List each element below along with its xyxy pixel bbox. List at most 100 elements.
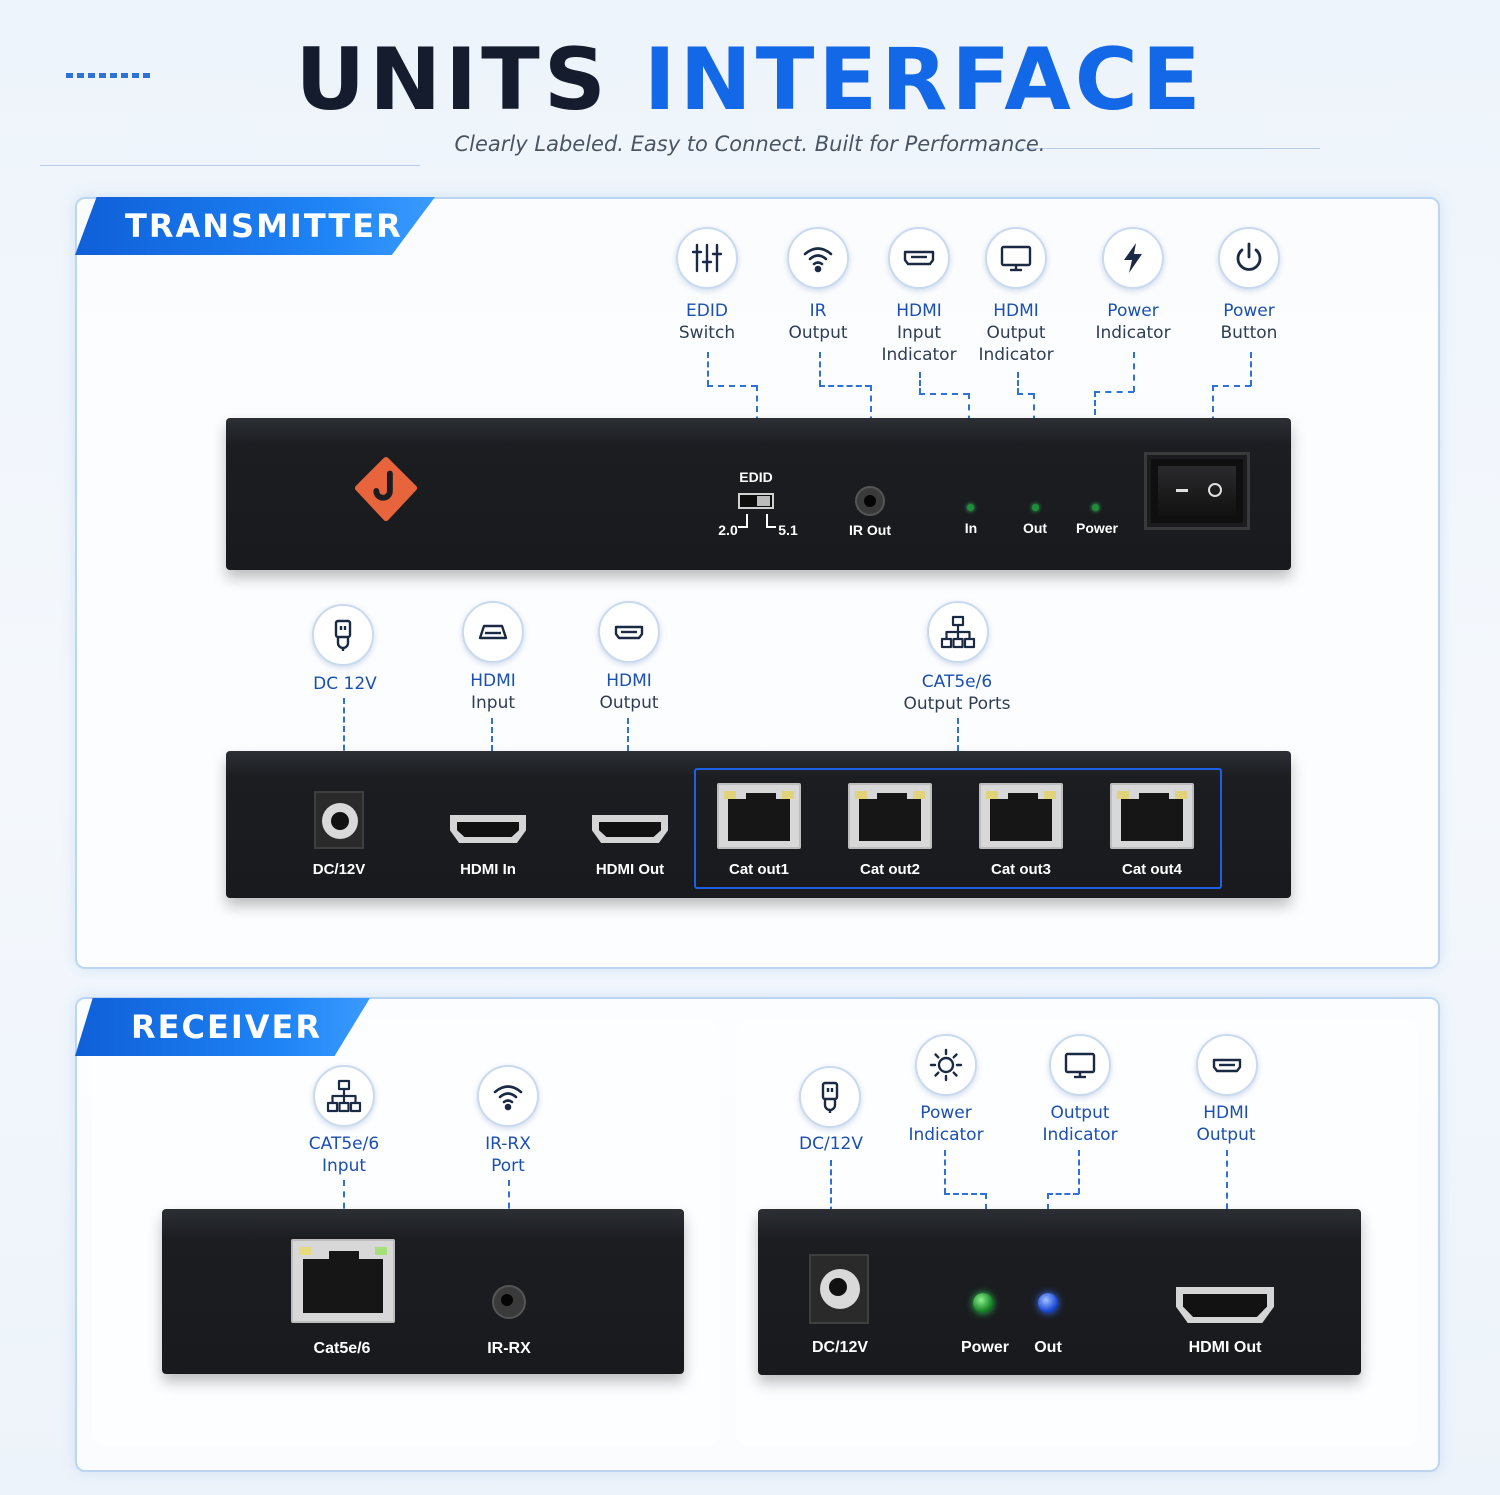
label-line: HDMI (470, 671, 516, 691)
callout-rx-dc-12v (799, 1066, 861, 1128)
label-hdmi-input-indicator: HDMI Input Indicator (839, 300, 999, 366)
edid-option-20: 2.0 (718, 522, 738, 538)
rx-hdmi-out-label: HDMI Out (1188, 1339, 1262, 1356)
sliders-icon (691, 243, 723, 273)
out-label: Out (1022, 520, 1048, 536)
transmitter-rear-device: DC/12V HDMI In HDMI Out Cat out1 Cat out… (226, 751, 1291, 898)
in-label: In (964, 520, 978, 536)
label-ir-output: IR Output (738, 300, 898, 344)
usb-plug-icon (334, 619, 352, 651)
hdmi-icon (903, 250, 935, 266)
label-line: Input (896, 323, 942, 343)
connector-line (944, 1193, 986, 1195)
callout-dc-12v (312, 604, 374, 666)
cat-out1-label: Cat out1 (729, 861, 789, 878)
edid-bracket-right (766, 514, 776, 528)
transmitter-front-device: EDID 2.0 5.1 IR Out In Out Power (226, 418, 1291, 570)
monitor-icon (1000, 245, 1032, 272)
rx-hdmi-out-port[interactable] (1176, 1287, 1274, 1323)
connector-line (1133, 352, 1135, 392)
out-led (1032, 504, 1039, 511)
label-dc-12v: DC 12V (265, 673, 425, 695)
decor-dashes (66, 73, 150, 78)
ir-out-jack[interactable] (855, 486, 885, 516)
callout-power-indicator (1102, 227, 1164, 289)
label-line: IR (809, 301, 827, 321)
label-line: Indicator (1095, 323, 1171, 343)
page-title: UNITS INTERFACE (0, 30, 1500, 130)
label-line: Output (788, 323, 848, 343)
connector-line (819, 385, 871, 387)
label-line: HDMI (606, 671, 652, 691)
connector-line (919, 393, 969, 395)
rx-out-label: Out (1034, 1339, 1062, 1356)
cat-out3-port[interactable] (979, 783, 1063, 849)
wifi-icon (493, 1085, 523, 1111)
label-line: Output (599, 693, 659, 713)
cat-out4-label: Cat out4 (1122, 861, 1182, 878)
hdmi-in-port[interactable] (450, 815, 526, 843)
connector-line (870, 385, 872, 433)
dc-12v-label: DC/12V (312, 861, 366, 878)
connector-line (508, 1180, 510, 1220)
callout-hdmi-input (462, 601, 524, 663)
label-line: Power (1223, 301, 1275, 321)
label-rx-hdmi-output: HDMI Output (1146, 1102, 1306, 1146)
hdmi-out-port[interactable] (592, 815, 668, 843)
label-line: Indicator (908, 1125, 984, 1145)
label-line: Input (321, 1156, 367, 1176)
connector-line (627, 718, 629, 760)
callout-cat-input (313, 1065, 375, 1127)
connector-line (957, 718, 959, 760)
ir-rx-label: IR-RX (487, 1340, 531, 1357)
label-line: Output (1050, 1103, 1110, 1123)
connector-line (1226, 1150, 1228, 1220)
cat-out1-port[interactable] (717, 783, 801, 849)
lightning-icon (1124, 243, 1142, 273)
in-led (967, 504, 974, 511)
label-rx-power-indicator: Power Indicator (866, 1102, 1026, 1146)
label-line: HDMI (1203, 1103, 1249, 1123)
rocker-face (1158, 466, 1236, 516)
connector-line (830, 1160, 832, 1222)
cat-input-label: Cat5e/6 (313, 1340, 371, 1357)
callout-hdmi-input-indicator (888, 227, 950, 289)
power-rocker-switch[interactable] (1144, 452, 1250, 530)
hdmi-out-label: HDMI Out (595, 861, 665, 878)
connector-line (968, 393, 970, 433)
label-edid-switch: EDID Switch (627, 300, 787, 344)
callout-rx-output-indicator (1049, 1034, 1111, 1096)
label-line: EDID (686, 301, 728, 321)
monitor-icon (1064, 1052, 1096, 1079)
connector-line (1094, 391, 1096, 433)
callout-edid-switch (676, 227, 738, 289)
ir-rx-jack[interactable] (492, 1285, 526, 1319)
label-line: Output Ports (903, 694, 1011, 714)
cat-out2-port[interactable] (848, 783, 932, 849)
rx-dc-12v-jack[interactable] (809, 1254, 869, 1324)
connector-line (1212, 385, 1251, 387)
decor-line (40, 165, 420, 166)
label-rx-output-indicator: Output Indicator (1000, 1102, 1160, 1146)
hdmi-icon (478, 624, 508, 640)
connector-line (491, 718, 493, 760)
dc-12v-jack[interactable] (314, 791, 364, 849)
connector-line (343, 698, 345, 760)
wifi-icon (803, 247, 833, 273)
hdmi-icon (1212, 1058, 1242, 1073)
connector-line (1047, 1193, 1049, 1221)
cat-out2-label: Cat out2 (860, 861, 920, 878)
connector-line (985, 1193, 987, 1221)
receiver-hdmi-device: DC/12V Power Out HDMI Out (758, 1209, 1361, 1375)
title-part-units: UNITS (295, 30, 610, 130)
edid-switch[interactable] (738, 493, 774, 509)
label-hdmi-output-indicator: HDMI Output Indicator (936, 300, 1096, 366)
receiver-cat-device: Cat5e/6 IR-RX (162, 1209, 684, 1374)
label-line: CAT5e/6 (921, 672, 993, 692)
cat-out4-port[interactable] (1110, 783, 1194, 849)
cat-input-port[interactable] (291, 1239, 395, 1323)
rx-power-led (973, 1293, 993, 1313)
cat-out3-label: Cat out3 (991, 861, 1051, 878)
sun-icon (929, 1048, 963, 1082)
connector-line (944, 1150, 946, 1194)
